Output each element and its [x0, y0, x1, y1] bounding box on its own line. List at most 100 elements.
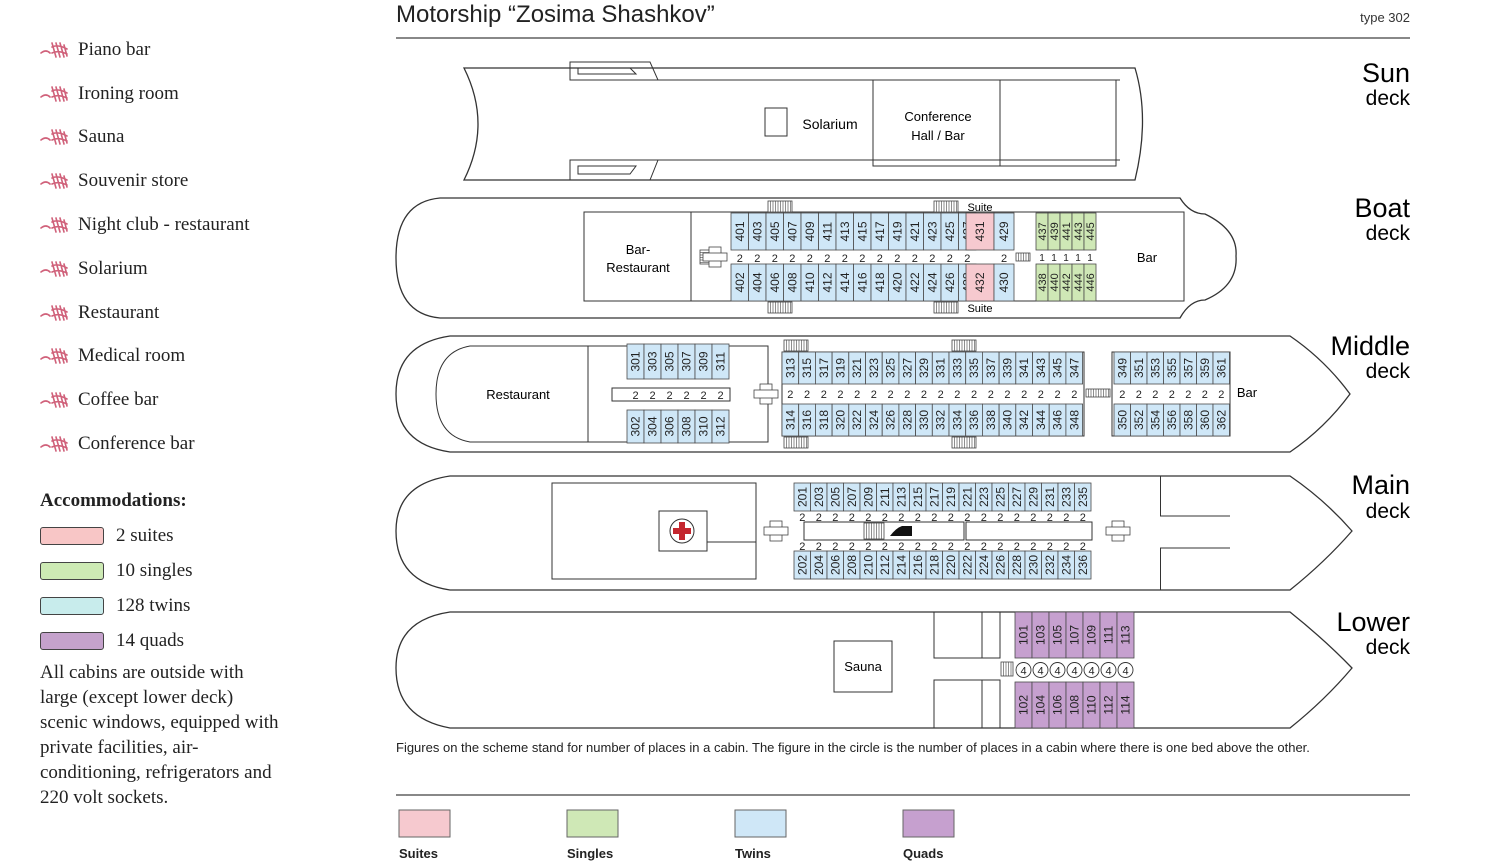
cabin-431 — [965, 212, 995, 251]
ornament-icon — [40, 85, 68, 102]
accommodation-label: 128 twins — [116, 594, 191, 616]
berth-count: 4 — [1037, 666, 1043, 678]
cabin-number: 345 — [1051, 358, 1065, 378]
berth-count: 2 — [772, 253, 778, 265]
cabin-number: 347 — [1067, 358, 1081, 378]
berth-count: 2 — [981, 512, 987, 524]
ornament-icon — [40, 436, 68, 452]
cabin-number: 424 — [925, 272, 939, 292]
stairs — [783, 339, 809, 352]
cabin-number: 216 — [911, 555, 925, 575]
cabin-number: 104 — [1034, 695, 1048, 715]
ornament-icon — [40, 304, 68, 321]
cabin-number: 446 — [1085, 273, 1097, 291]
berth-count: 2 — [948, 541, 954, 553]
cabin-number: 402 — [733, 272, 747, 292]
cabin-number: 325 — [884, 358, 898, 378]
berth-count: 2 — [824, 253, 830, 265]
cabin-number: 426 — [943, 272, 957, 292]
cabin-number: 225 — [993, 487, 1007, 507]
cabin-number: 205 — [828, 487, 842, 507]
cabin-number: 337 — [984, 358, 998, 378]
amenity-item: Solarium — [40, 247, 370, 291]
cabin-number: 110 — [1085, 695, 1099, 714]
cabin-number: 359 — [1198, 358, 1212, 378]
berth-count: 4 — [1122, 666, 1128, 678]
berth-count: 2 — [1004, 389, 1010, 401]
stairs — [767, 301, 793, 314]
cabin-number: 113 — [1119, 625, 1133, 644]
berth-count: 2 — [871, 389, 877, 401]
cabin-number: 418 — [873, 272, 887, 292]
cabin-number: 106 — [1051, 695, 1065, 715]
sun-deck-word: deck — [1366, 87, 1411, 110]
amenity-label: Conference bar — [78, 433, 195, 455]
quad-circle — [1100, 662, 1117, 678]
cabin-number: 316 — [800, 410, 814, 430]
amenity-label: Restaurant — [78, 301, 160, 323]
cabin-number: 443 — [1073, 222, 1085, 240]
berth-count: 2 — [821, 389, 827, 401]
cabin-number: 440 — [1049, 273, 1061, 291]
berth-count: 2 — [1202, 389, 1208, 401]
amenity-label: Sauna — [78, 126, 125, 148]
amenity-item: Conference bar — [40, 422, 370, 466]
berth-count: 2 — [1063, 541, 1069, 553]
cabin-number: 410 — [803, 272, 817, 292]
cabin-number: 346 — [1051, 410, 1065, 430]
legend-swatch — [734, 809, 787, 838]
cabin-361 — [1212, 351, 1230, 385]
quad-circle — [1117, 662, 1134, 678]
cabin-number: 319 — [833, 358, 847, 378]
cabin-number: 323 — [867, 358, 881, 378]
cabin-number: 231 — [1043, 487, 1057, 507]
legend-label: Singles — [567, 846, 613, 861]
bar-restaurant-label-2: Restaurant — [606, 260, 670, 275]
stairs — [783, 436, 809, 449]
berth-count: 2 — [1152, 389, 1158, 401]
cabin-number: 421 — [908, 221, 922, 241]
cabin-number: 306 — [663, 416, 677, 436]
berth-count: 2 — [912, 253, 918, 265]
berth-count: 2 — [981, 541, 987, 553]
lower-deck-word: deck — [1366, 636, 1411, 659]
cabin-236 — [1074, 550, 1092, 580]
cabin-432 — [965, 263, 995, 302]
cabin-number: 318 — [817, 410, 831, 430]
stairway — [763, 526, 789, 536]
berth-count: 2 — [842, 253, 848, 265]
cabin-number: 321 — [850, 358, 864, 378]
cabin-number: 423 — [925, 221, 939, 241]
berth-count: 2 — [832, 512, 838, 524]
accommodation-row: 10 singles — [40, 553, 370, 588]
amenity-item: Piano bar — [40, 28, 370, 72]
amenity-item: Coffee bar — [40, 378, 370, 422]
cabin-362 — [1212, 403, 1230, 437]
ornament-icon — [40, 348, 68, 365]
cabin-number: 201 — [795, 487, 809, 507]
cabin-number: 414 — [838, 272, 852, 292]
cabin-number: 339 — [1000, 358, 1014, 378]
amenity-item: Sauna — [40, 116, 370, 160]
cabin-number: 210 — [861, 555, 875, 575]
cabin-number: 338 — [984, 410, 998, 430]
berth-count: 2 — [931, 512, 937, 524]
berth-count: 2 — [1136, 389, 1142, 401]
berth-count: 2 — [915, 512, 921, 524]
cabin-number: 222 — [960, 555, 974, 575]
cabin-number: 406 — [768, 272, 782, 292]
accommodation-swatch — [40, 596, 104, 615]
cabin-number: 422 — [908, 272, 922, 292]
cabin-311 — [711, 343, 730, 380]
berth-count: 2 — [997, 512, 1003, 524]
cabin-number: 302 — [629, 416, 643, 436]
berth-count: 2 — [964, 512, 970, 524]
cabin-number: 221 — [960, 487, 974, 507]
cabin-number: 352 — [1132, 410, 1146, 430]
berth-count: 1 — [1039, 253, 1045, 264]
ship-title: Motorship “Zosima Shashkov” — [396, 1, 715, 28]
cabin-number: 332 — [934, 410, 948, 430]
berth-count: 2 — [1071, 389, 1077, 401]
